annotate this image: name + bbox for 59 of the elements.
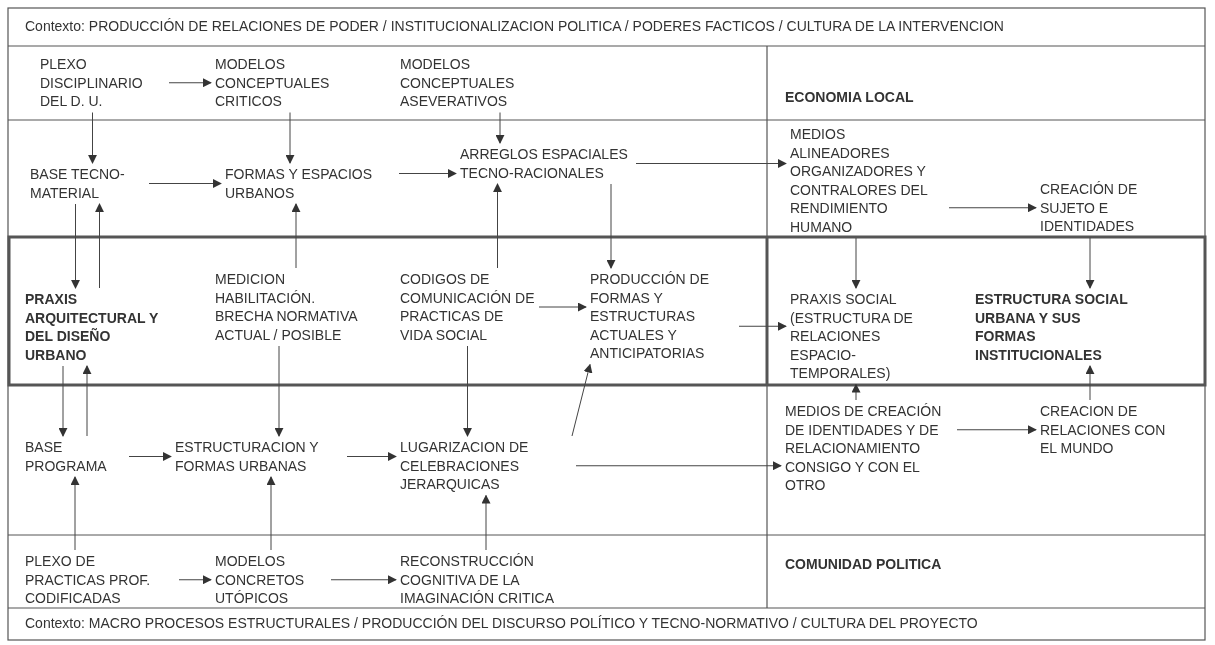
arrow bbox=[1085, 237, 1095, 289]
arrow bbox=[851, 237, 861, 289]
arrow bbox=[95, 203, 104, 289]
concept-text: MEDIOS DE CREACIÓN DE IDENTIDADES Y DE RELACIONAMIENTO CONSIGO Y CON EL OTRO bbox=[785, 402, 953, 495]
arrow bbox=[148, 179, 222, 188]
concept-text: BASE TECNO-MATERIAL bbox=[30, 165, 145, 202]
arrow bbox=[481, 494, 491, 551]
arrow bbox=[330, 575, 397, 585]
concept-text: MODELOS CONCEPTUALES CRITICOS bbox=[215, 55, 355, 111]
concept-text: PRODUCCIÓN DE FORMAS Y ESTRUCTURAS ACTUALES Y ANTICIPATORIAS bbox=[590, 270, 735, 363]
arrow bbox=[851, 383, 861, 401]
concept-text: MEDIOS ALINEADORES ORGANIZADORES Y CONTRALORES DEL RENDIMIENTO HUMANO bbox=[790, 125, 945, 236]
arrow bbox=[128, 452, 172, 461]
concept-text: FORMAS Y ESPACIOS URBANOS bbox=[225, 165, 395, 202]
arrow bbox=[346, 452, 397, 461]
section-heading: COMUNIDAD POLITICA bbox=[785, 555, 942, 574]
arrow bbox=[493, 183, 502, 269]
arrow bbox=[635, 159, 787, 168]
concept-text: MODELOS CONCEPTUALES ASEVERATIVOS bbox=[400, 55, 540, 111]
concept-text: CODIGOS DE COMUNICACIÓN DE PRACTICAS DE VIDA SOCIAL bbox=[400, 270, 535, 344]
arrow bbox=[956, 425, 1037, 435]
arrow bbox=[285, 112, 295, 164]
arrow bbox=[178, 575, 212, 585]
concept-text: LUGARIZACION DE CELEBRACIONES JERARQUICAS bbox=[400, 438, 572, 494]
arrow bbox=[571, 363, 593, 437]
arrow bbox=[495, 112, 505, 144]
concept-text: ESTRUCTURACION Y FORMAS URBANAS bbox=[175, 438, 343, 475]
arrow bbox=[70, 476, 80, 551]
concept-text: PRAXIS SOCIAL (ESTRUCTURA DE RELACIONES ESPACIO-TEMPORALES) bbox=[790, 290, 922, 383]
arrow bbox=[738, 321, 787, 331]
arrow bbox=[58, 365, 68, 437]
arrow bbox=[266, 476, 276, 551]
concept-text: MODELOS CONCRETOS UTÓPICOS bbox=[215, 552, 327, 608]
context-note: Contexto: PRODUCCIÓN DE RELACIONES DE PODER / INSTITUCIONALIZACION POLITICA / PODERES FACTICOS / CULTURA DE LA INTERVENCION bbox=[25, 18, 1004, 34]
arrow bbox=[291, 203, 301, 269]
context-note: Contexto: MACRO PROCESOS ESTRUCTURALES / PRODUCCIÓN DEL DISCURSO POLÍTICO Y TECNO-NORMATIVO / CULTURA DEL PROYECTO bbox=[25, 615, 978, 631]
arrow bbox=[71, 203, 80, 289]
concept-text: CREACIÓN DE SUJETO E IDENTIDADES bbox=[1040, 180, 1162, 236]
concept-text: BASE PROGRAMA bbox=[25, 438, 125, 475]
section-heading: ESTRUCTURA SOCIAL URBANA Y SUS FORMAS INSTITUCIONALES bbox=[975, 290, 1140, 364]
arrow bbox=[1085, 365, 1095, 401]
arrow bbox=[168, 78, 212, 88]
concept-text: PLEXO DISCIPLINARIO DEL D. U. bbox=[40, 55, 165, 111]
section-heading: ECONOMIA LOCAL bbox=[785, 88, 914, 107]
arrow bbox=[274, 345, 284, 437]
arrow bbox=[82, 365, 92, 437]
concept-text: ARREGLOS ESPACIALES TECNO-RACIONALES bbox=[460, 145, 632, 182]
arrow bbox=[88, 112, 97, 164]
section-heading: PRAXIS ARQUITECTURAL Y DEL DISEÑO URBANO bbox=[25, 290, 170, 364]
arrow bbox=[463, 345, 472, 437]
arrow bbox=[948, 203, 1037, 213]
concept-text: CREACION DE RELACIONES CON EL MUNDO bbox=[1040, 402, 1168, 458]
arrow bbox=[575, 461, 782, 471]
concept-text: PLEXO DE PRACTICAS PROF. CODIFICADAS bbox=[25, 552, 175, 608]
arrow bbox=[606, 183, 616, 269]
concept-text: RECONSTRUCCIÓN COGNITIVA DE LA IMAGINACIÓN CRITICA bbox=[400, 552, 592, 608]
concept-text: MEDICION HABILITACIÓN. BRECHA NORMATIVA ACTUAL / POSIBLE bbox=[215, 270, 367, 344]
arrow bbox=[398, 169, 457, 178]
arrow bbox=[538, 302, 587, 312]
